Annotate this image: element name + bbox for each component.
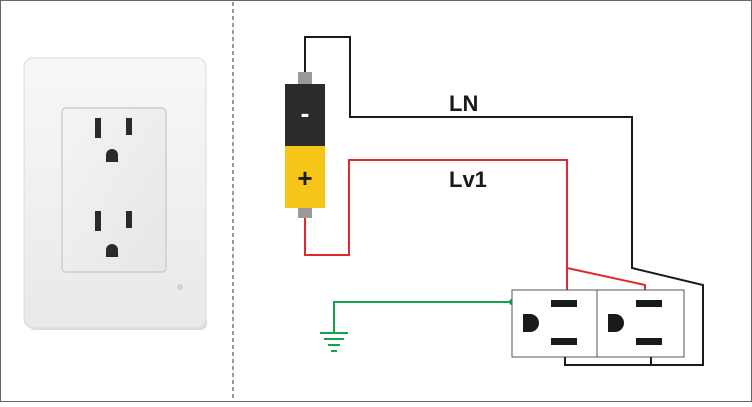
left-neutral-slot xyxy=(551,338,577,345)
upper-left-slot xyxy=(95,118,101,138)
battery-positive-terminal xyxy=(298,208,312,218)
battery-positive-label: + xyxy=(297,163,312,193)
neutral-wire xyxy=(304,36,704,366)
receptacle-box xyxy=(511,289,685,358)
upper-right-slot xyxy=(126,118,132,135)
live-label: Lv1 xyxy=(449,167,487,192)
left-live-slot xyxy=(551,300,577,307)
plate-logo-mark xyxy=(177,284,183,290)
duplex-receptacle-icon xyxy=(511,289,685,358)
wall-outlet-photo xyxy=(23,57,207,330)
battery-icon: - + xyxy=(285,72,325,218)
battery-negative-terminal xyxy=(298,72,312,84)
ground-wire xyxy=(333,301,512,333)
right-ground-pin xyxy=(608,314,624,332)
receptacle-face xyxy=(61,107,167,273)
right-live-slot xyxy=(636,300,662,307)
right-neutral-slot xyxy=(636,338,662,345)
lower-left-slot xyxy=(95,211,101,231)
battery-negative-label: - xyxy=(301,98,310,128)
lower-right-slot xyxy=(126,211,132,228)
upper-ground-hole xyxy=(106,149,118,162)
lower-ground-hole xyxy=(106,244,118,257)
left-ground-pin xyxy=(523,314,539,332)
battery-positive-body xyxy=(285,146,325,208)
battery-negative-body xyxy=(285,84,325,146)
ground-symbol-icon xyxy=(320,332,348,352)
neutral-label: LN xyxy=(449,91,478,116)
